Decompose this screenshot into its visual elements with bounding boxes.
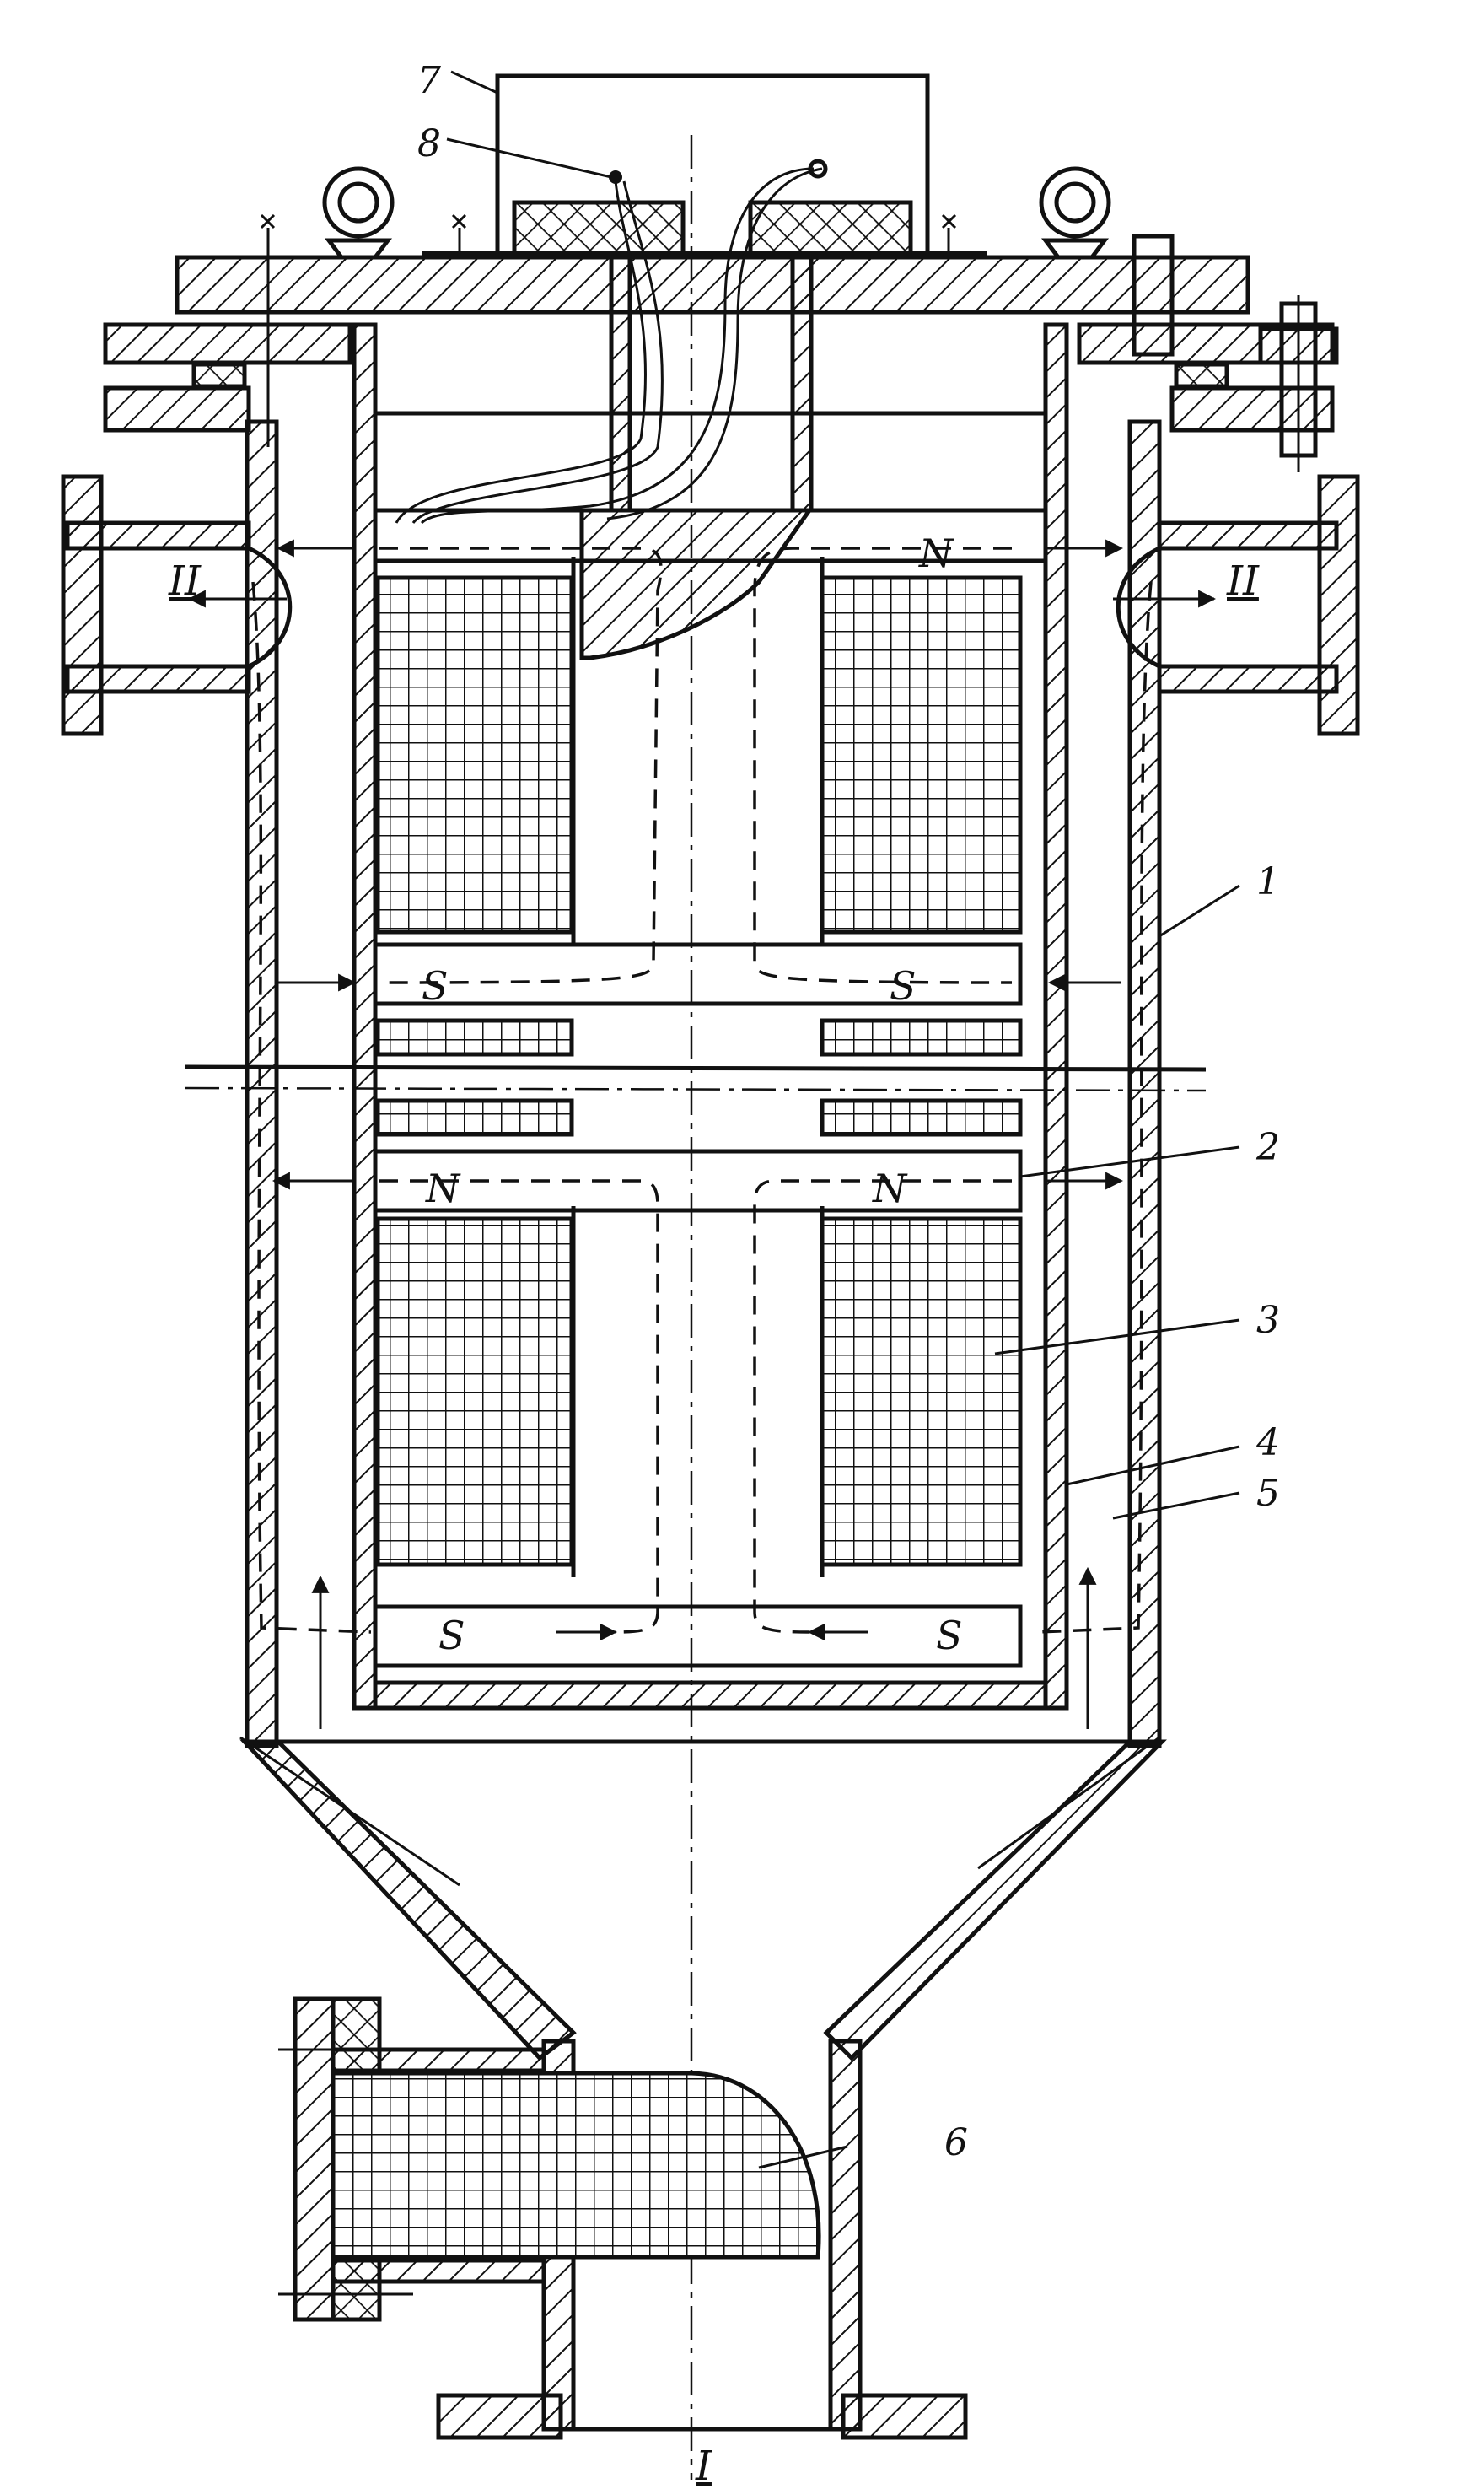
outlet-nozzle-right — [1116, 474, 1360, 736]
magnetic-flux-lines — [379, 547, 1013, 1634]
pole-label-s-upper-right: S — [890, 963, 917, 1009]
label-1: 1 — [1256, 860, 1280, 903]
coil-upper-right — [820, 575, 1023, 935]
cone-right — [823, 1739, 1167, 2061]
pole-plate-s-upper — [373, 942, 1023, 1006]
inner-casing — [352, 322, 1069, 1711]
flange-right-lower — [1169, 385, 1335, 433]
pole-plate-s-bottom — [373, 1604, 1023, 1668]
flow-label-inlet: I — [695, 2443, 712, 2489]
top-insulator-right — [748, 200, 913, 260]
pole-label-s-bottom-left: S — [438, 1613, 465, 1658]
label-2: 2 — [1255, 1126, 1280, 1169]
flow-label-outlet-left: II — [168, 558, 202, 605]
top-core-cut — [579, 508, 814, 660]
outer-housing — [245, 419, 1162, 1748]
inlet-flange-right — [841, 2393, 968, 2440]
central-tube-right — [790, 255, 814, 513]
pole-label-n-lower-right: N — [872, 1166, 908, 1211]
top-insulator-left — [512, 200, 686, 260]
flange-left-lower — [103, 385, 251, 433]
coil-upper-left — [375, 575, 574, 935]
pole-label-n-lower-left: N — [425, 1166, 461, 1211]
label-4: 4 — [1255, 1421, 1280, 1464]
side-branch — [278, 1996, 821, 2322]
coil-lower-right — [820, 1216, 1023, 1567]
pole-label-s-bottom-right: S — [936, 1613, 963, 1658]
label-5: 5 — [1256, 1472, 1280, 1515]
label-6: 6 — [944, 2121, 968, 2164]
leader-lines — [446, 70, 1240, 2169]
top-cover — [175, 255, 1250, 315]
break-line-upper — [185, 1064, 1207, 1072]
central-tube-left — [609, 255, 632, 513]
terminal-box — [495, 73, 930, 253]
lifting-eye-right-icon — [1039, 166, 1111, 260]
inlet-pipe-right — [828, 2039, 863, 2432]
flow-arrows — [187, 539, 1217, 1653]
break-line-lower — [185, 1086, 1207, 1092]
flange-left-upper — [103, 322, 352, 365]
label-8: 8 — [417, 122, 441, 165]
coil-lower-left — [375, 1216, 574, 1567]
pole-plate-n-lower — [373, 1149, 1023, 1213]
label-3: 3 — [1256, 1299, 1280, 1342]
outlet-nozzle-left — [61, 474, 293, 736]
pole-label-n-top: N — [918, 531, 954, 576]
filter-insert — [331, 2071, 821, 2260]
bolt-right-icon — [1132, 234, 1339, 472]
label-7: 7 — [417, 59, 441, 102]
inlet-flange-left — [436, 2393, 563, 2440]
cone-left — [239, 1739, 577, 2061]
pole-label-s-upper-left: S — [422, 963, 449, 1009]
lifting-eye-left-icon — [322, 166, 395, 260]
flow-label-outlet-right: II — [1226, 558, 1260, 605]
